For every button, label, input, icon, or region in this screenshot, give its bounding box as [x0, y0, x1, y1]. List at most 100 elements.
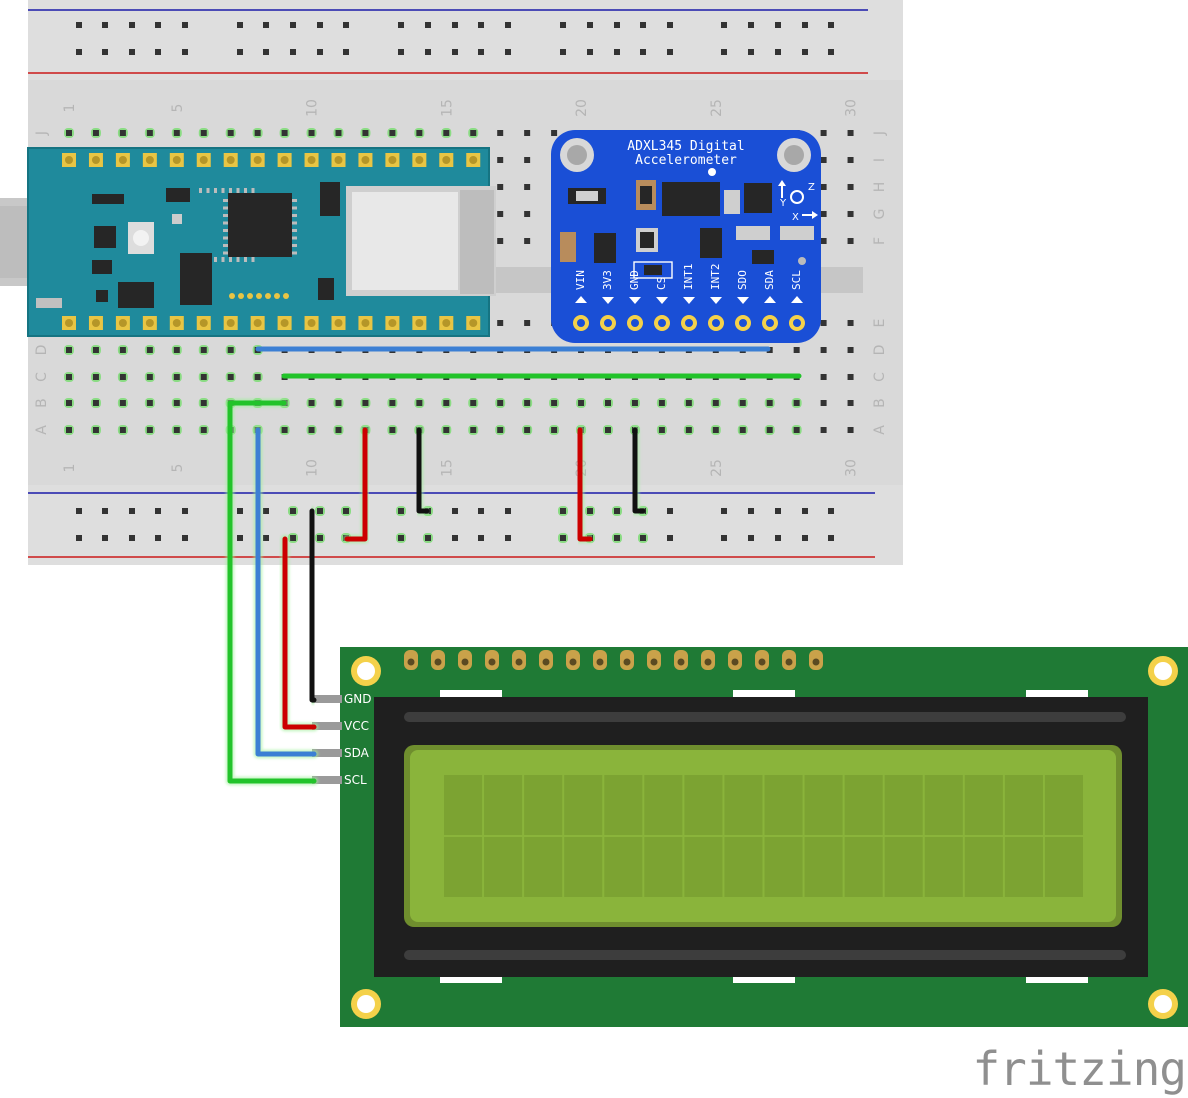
row-label: A: [872, 425, 888, 435]
breadboard-hole: [389, 400, 396, 406]
breadboard-hole: [200, 130, 207, 136]
rail-hole: [802, 49, 808, 55]
rail-hole: [102, 49, 108, 55]
breadboard-hole: [254, 374, 261, 380]
rail-hole: [505, 22, 511, 28]
breadboard-hole: [389, 130, 396, 136]
breadboard-hole: [658, 427, 665, 433]
accel-pin-label: SDO: [736, 270, 749, 290]
rail-hole: [560, 49, 566, 55]
rail-hole: [560, 508, 566, 514]
rail-hole: [263, 508, 269, 514]
breadboard-hole: [146, 130, 153, 136]
lcd-header-pins: [404, 650, 823, 670]
row-label: G: [872, 209, 888, 220]
breadboard-hole: [820, 347, 827, 353]
breadboard-hole: [524, 427, 531, 433]
rail-hole: [452, 22, 458, 28]
breadboard-hole: [847, 184, 854, 190]
rail-hole: [802, 535, 808, 541]
rail-hole: [748, 22, 754, 28]
rail-hole: [425, 535, 431, 541]
breadboard-hole: [227, 130, 234, 136]
breadboard-hole: [847, 427, 854, 433]
accel-pin-label: 3V3: [601, 270, 614, 290]
breadboard-hole: [578, 400, 585, 406]
rail-hole: [748, 535, 754, 541]
rail-hole: [721, 508, 727, 514]
rail-hole: [343, 508, 349, 514]
breadboard-hole: [605, 400, 611, 406]
wire-scl-lcd: [225, 398, 319, 786]
rail-hole: [775, 49, 781, 55]
breadboard-hole: [658, 400, 665, 406]
rail-hole: [76, 535, 82, 541]
column-label: 25: [709, 459, 725, 477]
nano-test-points: [229, 293, 289, 299]
column-label: 10: [305, 99, 321, 117]
breadboard-hole: [497, 320, 504, 326]
breadboard-hole: [173, 374, 180, 380]
rail-hole: [263, 535, 269, 541]
breadboard-hole: [820, 320, 827, 326]
rail-hole: [775, 22, 781, 28]
accel-pin-label: SDA: [763, 270, 776, 290]
lcd-pin-label: VCC: [344, 719, 369, 733]
rail-hole: [667, 508, 673, 514]
rail-hole: [102, 508, 108, 514]
breadboard-hole: [766, 427, 773, 433]
rail-hole: [290, 508, 296, 514]
rail-hole: [721, 49, 727, 55]
axis-y-label: Y: [779, 198, 787, 209]
breadboard-hole: [847, 320, 854, 326]
rail-hole: [317, 508, 323, 514]
column-label: 25: [709, 99, 725, 117]
accel-pin-label: CS: [655, 277, 668, 290]
lcd-cell: [1044, 775, 1083, 835]
rail-hole: [828, 22, 834, 28]
row-label: B: [34, 398, 50, 408]
lcd-pin-label: SDA: [344, 746, 370, 760]
row-label: F: [872, 237, 888, 245]
lcd-cell: [804, 775, 843, 835]
rail-hole: [129, 49, 135, 55]
wire-gnd-accel: [630, 425, 648, 516]
arduino-nano: [0, 147, 496, 337]
breadboard-hole: [66, 130, 72, 136]
breadboard-hole: [820, 374, 827, 380]
lcd-cell: [524, 775, 563, 835]
jumper-wires: [225, 344, 804, 786]
breadboard-hole: [470, 427, 477, 433]
rail-hole: [721, 22, 727, 28]
column-label: 5: [170, 464, 186, 473]
rail-hole: [587, 49, 593, 55]
row-label: A: [34, 425, 50, 435]
row-label: H: [872, 182, 888, 193]
breadboard-hole: [712, 427, 719, 433]
rail-hole: [102, 22, 108, 28]
rail-hole: [614, 508, 620, 514]
rail-hole: [317, 535, 323, 541]
row-label: J: [872, 131, 888, 136]
breadboard-hole: [66, 427, 72, 433]
rail-hole: [478, 535, 484, 541]
breadboard-hole: [92, 374, 99, 380]
lcd-cell: [444, 837, 483, 897]
rail-hole: [263, 49, 269, 55]
breadboard-hole: [524, 238, 531, 244]
rail-hole: [398, 49, 404, 55]
rail-hole: [290, 22, 296, 28]
breadboard-hole: [712, 400, 719, 406]
rail-hole: [802, 508, 808, 514]
breadboard-hole: [200, 347, 207, 353]
rail-hole: [263, 22, 269, 28]
breadboard-hole: [281, 427, 288, 433]
breadboard-hole: [92, 400, 99, 406]
breadboard-hole: [254, 130, 261, 136]
breadboard-hole: [820, 427, 827, 433]
breadboard-hole: [605, 427, 611, 433]
rail-hole: [560, 535, 566, 541]
